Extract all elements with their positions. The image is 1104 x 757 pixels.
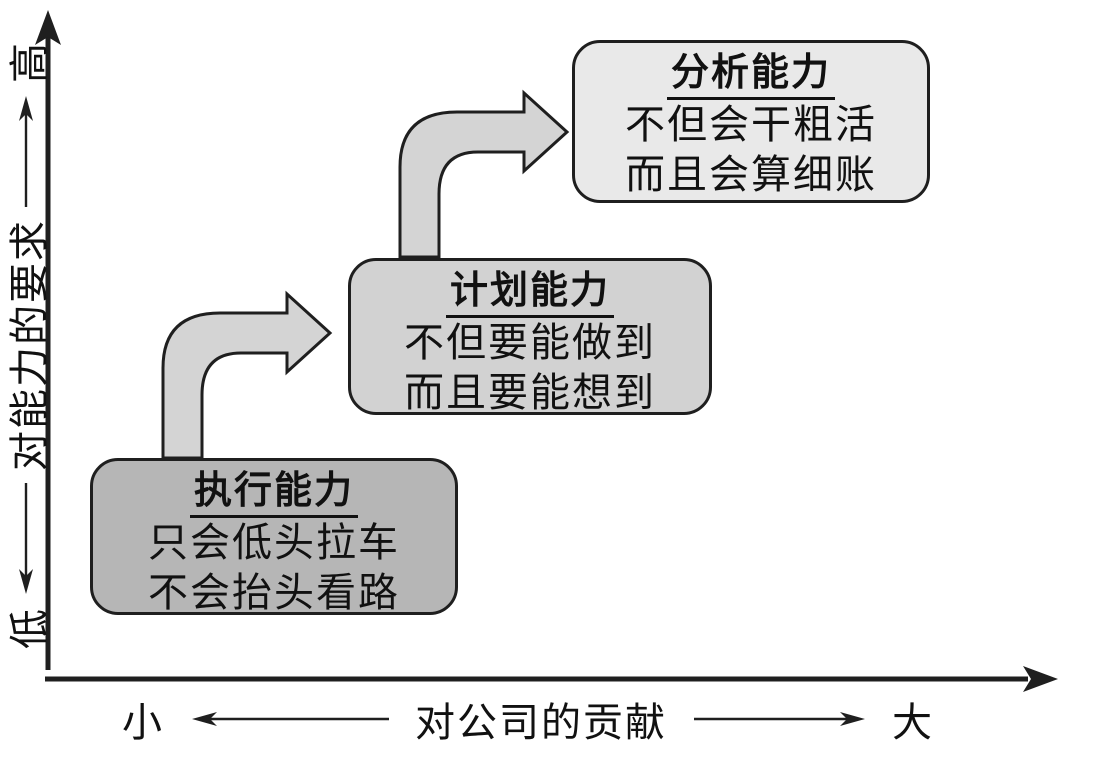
y-axis	[35, 10, 61, 670]
step-box-analysis: 分析能力 不但会干粗活 而且会算细账	[572, 40, 930, 203]
x-axis-arrowhead-icon	[1023, 666, 1058, 692]
step-box-title: 执行能力	[189, 469, 358, 518]
step-box-line1: 不但会干粗活	[625, 102, 877, 147]
step-box-line2: 而且会算细账	[625, 152, 877, 197]
x-axis-large-label: 大	[892, 700, 934, 745]
y-axis-high-label: 高	[7, 41, 52, 83]
x-axis-toward-small-arrow-icon	[191, 712, 389, 726]
y-axis-low-label: 低	[7, 607, 52, 649]
step-box-planning: 计划能力 不但要能做到 而且要能想到	[348, 258, 712, 415]
x-axis	[45, 666, 1058, 692]
step-arrow-icon-2	[398, 89, 570, 259]
step-box-line1: 不但要能做到	[404, 320, 656, 365]
y-axis-title: 对能力的要求	[7, 219, 52, 471]
step-box-line2: 而且要能想到	[404, 370, 656, 415]
x-axis-label: 小 对公司的贡献 大	[122, 694, 934, 745]
step-box-execution: 执行能力 只会低头拉车 不会抬头看路	[90, 458, 458, 615]
x-axis-small-label: 小	[122, 700, 164, 745]
y-axis-toward-low-arrow-icon	[19, 483, 33, 594]
y-axis-arrowhead-icon	[35, 10, 61, 45]
step-box-line2: 不会抬头看路	[148, 570, 400, 615]
step-arrow-icon-1	[161, 290, 333, 460]
step-box-title: 分析能力	[666, 51, 835, 100]
x-axis-title: 对公司的贡献	[415, 700, 667, 745]
y-axis-label: 低 对能力的要求 高	[3, 40, 52, 650]
step-box-title: 计划能力	[445, 269, 614, 318]
step-box-line1: 只会低头拉车	[148, 520, 400, 565]
x-axis-toward-large-arrow-icon	[693, 712, 865, 726]
y-axis-toward-high-arrow-icon	[19, 96, 33, 207]
